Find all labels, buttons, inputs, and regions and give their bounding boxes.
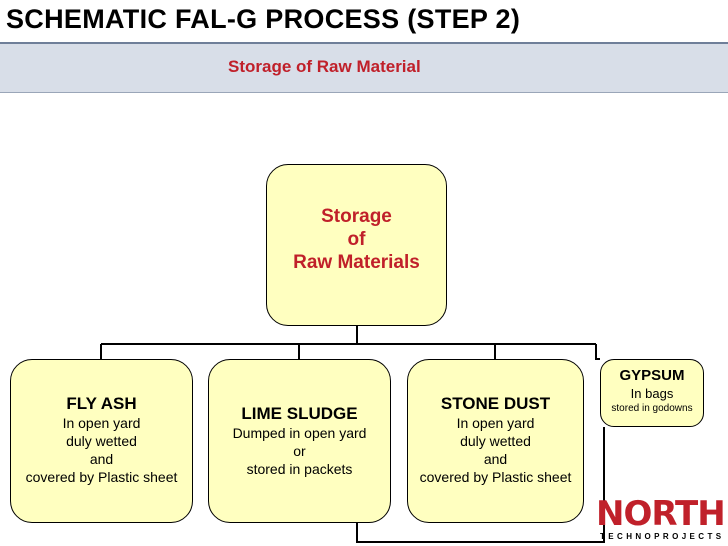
node-heading: LIME SLUDGE — [241, 404, 358, 423]
node-text: covered by Plastic sheet — [419, 469, 572, 485]
node-text: and — [89, 451, 114, 467]
logo-wordmark: NORTH — [596, 494, 726, 534]
root-label-line: Raw Materials — [293, 252, 420, 273]
page-subtitle: Storage of Raw Material — [228, 57, 421, 76]
node-gypsum: GYPSUM In bags stored in godowns — [600, 359, 704, 427]
subtitle-band: Storage of Raw Material — [0, 42, 728, 93]
root-node: Storage of Raw Materials — [266, 164, 447, 326]
page-title: SCHEMATIC FAL-G PROCESS (STEP 2) — [6, 4, 521, 34]
title-bar: SCHEMATIC FAL-G PROCESS (STEP 2) — [0, 0, 728, 42]
node-stone-dust: STONE DUST In open yard duly wetted and … — [407, 359, 584, 523]
node-heading: FLY ASH — [66, 394, 137, 413]
node-text: In bags — [630, 386, 674, 401]
node-heading: GYPSUM — [619, 367, 685, 384]
logo-tagline: TECHNOPROJECTS — [600, 532, 725, 541]
return-line — [356, 427, 605, 543]
node-text: stored in packets — [246, 461, 353, 477]
node-text: Dumped in open yard — [232, 425, 367, 441]
node-text: In open yard — [456, 415, 535, 431]
node-text: duly wetted — [460, 433, 531, 449]
north-logo: NORTH TECHNOPROJECTS — [594, 494, 726, 544]
node-text: stored in godowns — [611, 403, 693, 414]
node-heading: STONE DUST — [440, 394, 551, 413]
root-label-line: Storage — [321, 206, 392, 227]
node-text: duly wetted — [66, 433, 137, 449]
drop-line-gypsum — [595, 344, 600, 360]
node-text: In open yard — [62, 415, 141, 431]
node-fly-ash: FLY ASH In open yard duly wetted and cov… — [10, 359, 193, 523]
node-text: covered by Plastic sheet — [25, 469, 178, 485]
node-text: or — [293, 443, 306, 459]
node-lime-sludge: LIME SLUDGE Dumped in open yard or store… — [208, 359, 391, 523]
root-label-line: of — [347, 229, 366, 250]
node-text: and — [483, 451, 508, 467]
